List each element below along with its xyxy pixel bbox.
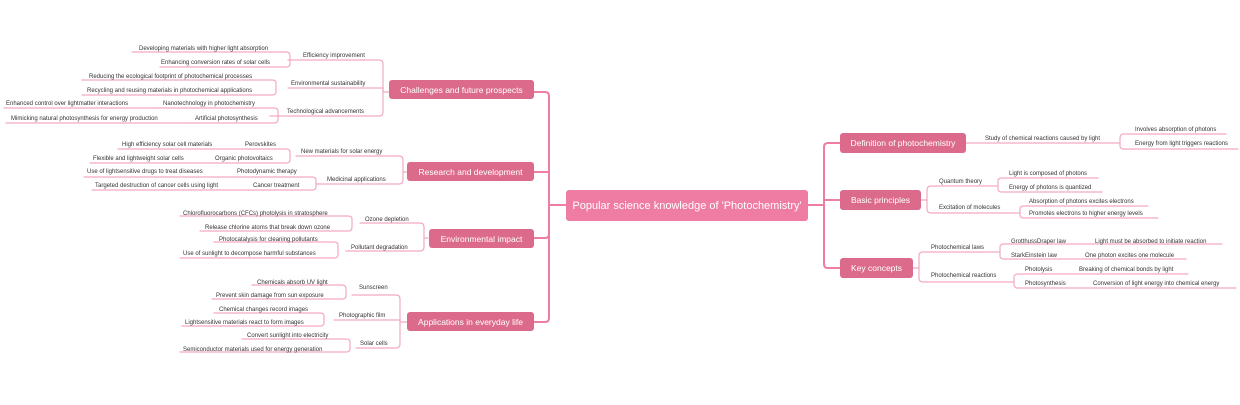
topic-label: Applications in everyday life	[418, 316, 523, 327]
leaf-node[interactable]: Enhanced control over lightmatter intera…	[6, 101, 129, 107]
topic-label: Key concepts	[850, 263, 903, 273]
topic-basic-principles[interactable]: Basic principles	[840, 190, 921, 210]
leaf-node[interactable]: Energy of photons is quantized	[1009, 185, 1092, 191]
leaf-node[interactable]: Convert sunlight into electricity	[247, 333, 329, 339]
topic-challenges[interactable]: Challenges and future prospects	[389, 80, 534, 99]
leaf-node[interactable]: High efficiency solar cell materials	[122, 142, 213, 148]
leaf-node[interactable]: Chemicals absorb UV light	[257, 280, 328, 286]
subtopic-technological-advancements[interactable]: Technological advancements	[287, 109, 365, 115]
node-photolysis[interactable]: Photolysis	[1025, 267, 1053, 273]
leaf-node[interactable]: Light must be absorbed to initiate react…	[1095, 239, 1207, 245]
leaf-node[interactable]: Semiconductor materials used for energy …	[183, 347, 323, 353]
root-node[interactable]: Popular science knowledge of 'Photochemi…	[566, 190, 808, 221]
node-grotthuss-draper-law[interactable]: GrotthussDraper law	[1011, 239, 1067, 245]
node-photodynamic-therapy[interactable]: Photodynamic therapy	[237, 169, 297, 175]
subtopic-medicinal-applications[interactable]: Medicinal applications	[327, 177, 386, 183]
subtopic-environmental-sustainability[interactable]: Environmental sustainability	[291, 81, 366, 87]
leaf-node[interactable]: Chemical changes record images	[219, 307, 309, 313]
leaf-node[interactable]: Reducing the ecological footprint of pho…	[89, 74, 253, 80]
leaf-node[interactable]: Use of lightsensitive drugs to treat dis…	[87, 169, 203, 175]
subtopic-solar-cells[interactable]: Solar cells	[360, 341, 388, 347]
leaf-node[interactable]: Light is composed of photons	[1009, 171, 1088, 177]
leaf-node[interactable]: Lightsensitive materials react to form i…	[185, 320, 304, 326]
node-organic-photovoltaics[interactable]: Organic photovoltaics	[215, 156, 273, 162]
leaf-node[interactable]: Flexible and lightweight solar cells	[93, 156, 184, 162]
subtopic-quantum-theory[interactable]: Quantum theory	[939, 179, 983, 185]
subtopic-photochemical-reactions[interactable]: Photochemical reactions	[931, 273, 997, 279]
topic-label: Basic principles	[850, 195, 911, 205]
node-artificial-photosynthesis[interactable]: Artificial photosynthesis	[195, 116, 258, 122]
node-stark-einstein-law[interactable]: StarkEinstein law	[1011, 253, 1058, 259]
leaf-node[interactable]: Release chlorine atoms that break down o…	[205, 225, 331, 231]
leaf-node[interactable]: Use of sunlight to decompose harmful sub…	[183, 251, 316, 257]
leaf-node[interactable]: Breaking of chemical bonds by light	[1079, 267, 1174, 273]
subtopic-pollutant-degradation[interactable]: Pollutant degradation	[351, 245, 408, 251]
subtopic-new-materials[interactable]: New materials for solar energy	[301, 149, 383, 155]
topic-key-concepts[interactable]: Key concepts	[840, 258, 913, 278]
leaf-node[interactable]: Prevent skin damage from sun exposure	[216, 293, 324, 299]
leaf-node[interactable]: Mimicking natural photosynthesis for ene…	[11, 116, 158, 122]
leaf-node[interactable]: Absorption of photons excites electrons	[1029, 199, 1134, 205]
node-photosynthesis[interactable]: Photosynthesis	[1025, 281, 1066, 287]
subtopic-efficiency-improvement[interactable]: Efficiency improvement	[303, 53, 365, 59]
topic-environmental-impact[interactable]: Environmental impact	[429, 229, 534, 248]
root-label: Popular science knowledge of 'Photochemi…	[572, 199, 802, 212]
leaf-node[interactable]: Conversion of light energy into chemical…	[1093, 281, 1220, 287]
topic-label: Environmental impact	[440, 233, 523, 244]
leaf-node[interactable]: One photon excites one molecule	[1085, 253, 1175, 259]
leaf-node[interactable]: Chlorofluorocarbons (CFCs) photolysis in…	[183, 211, 328, 217]
node-perovskites[interactable]: Perovskites	[245, 142, 277, 148]
node-cancer-treatment[interactable]: Cancer treatment	[253, 183, 300, 189]
leaf-node[interactable]: Energy from light triggers reactions	[1135, 141, 1229, 147]
topic-research[interactable]: Research and development	[407, 162, 534, 181]
topic-label: Challenges and future prospects	[400, 84, 523, 95]
leaf-node[interactable]: Enhancing conversion rates of solar cell…	[161, 60, 271, 66]
leaf-node[interactable]: Targeted destruction of cancer cells usi…	[95, 183, 219, 189]
leaf-node[interactable]: Developing materials with higher light a…	[139, 46, 269, 52]
leaf-node[interactable]: Photocatalysis for cleaning pollutants	[219, 237, 318, 243]
subtopic-photochemical-laws[interactable]: Photochemical laws	[931, 245, 985, 251]
subtopic-excitation-of-molecules[interactable]: Excitation of molecules	[939, 205, 1001, 211]
leaf-node[interactable]: Promotes electrons to higher energy leve…	[1029, 211, 1143, 217]
topic-applications[interactable]: Applications in everyday life	[407, 312, 534, 331]
topic-label: Research and development	[418, 166, 523, 177]
node-nanotechnology[interactable]: Nanotechnology in photochemistry	[163, 101, 256, 107]
topic-definition[interactable]: Definition of photochemistry	[840, 133, 966, 153]
leaf-node[interactable]: Recycling and reusing materials in photo…	[87, 88, 253, 94]
subtopic-photographic-film[interactable]: Photographic film	[339, 313, 386, 319]
topic-label: Definition of photochemistry	[850, 138, 956, 148]
leaf-node[interactable]: Involves absorption of photons	[1135, 127, 1217, 133]
subtopic-ozone-depletion[interactable]: Ozone depletion	[365, 217, 409, 223]
subtopic-sunscreen[interactable]: Sunscreen	[359, 285, 388, 291]
subtopic-study-of-reactions[interactable]: Study of chemical reactions caused by li…	[985, 136, 1101, 142]
